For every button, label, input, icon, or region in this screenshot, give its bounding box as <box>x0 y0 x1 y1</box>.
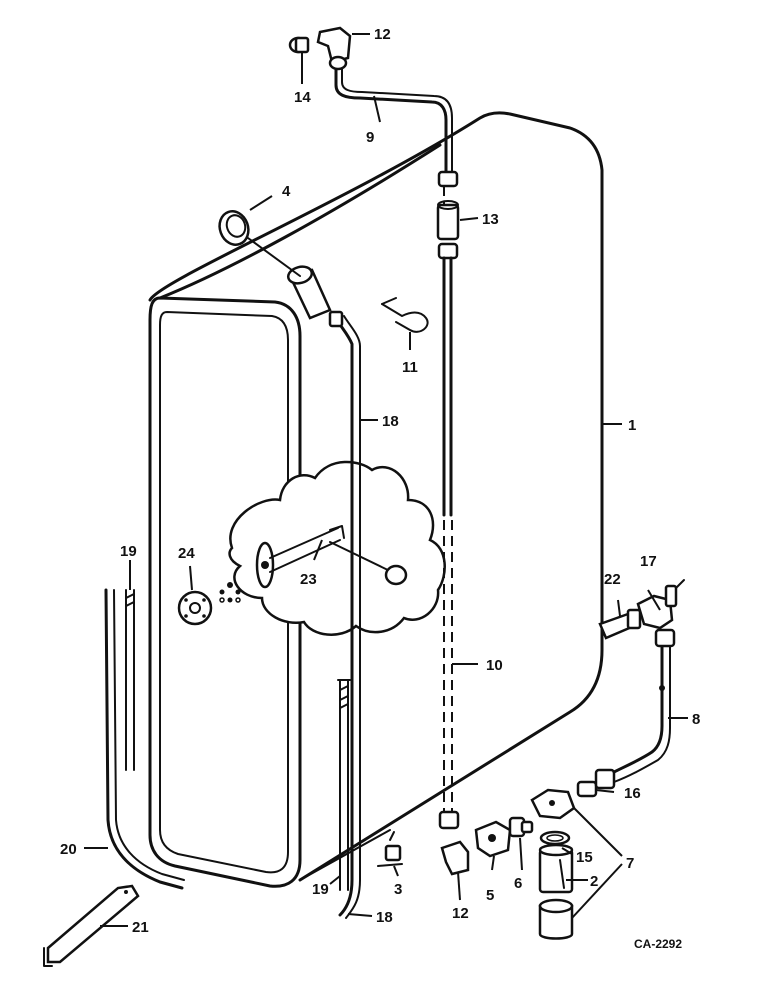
callout-18-top: 18 <box>382 413 399 430</box>
gasket <box>177 590 213 626</box>
filter-bowl <box>538 898 574 940</box>
pipe-connector <box>576 768 616 798</box>
strap-pad-left <box>125 589 135 771</box>
drain-fitting <box>377 831 403 867</box>
callout-8: 8 <box>692 711 700 728</box>
callout-1: 1 <box>628 417 636 434</box>
callout-17: 17 <box>640 553 657 570</box>
mounting-clip <box>381 297 429 333</box>
drawing-reference-code: CA-2292 <box>634 937 682 951</box>
fuel-pipe <box>612 628 676 783</box>
supply-line <box>438 186 460 830</box>
callout-12-bottom: 12 <box>452 905 469 922</box>
callout-14: 14 <box>294 89 311 106</box>
filter-head <box>530 788 576 820</box>
tank-strap-left <box>104 588 185 890</box>
hose-coupling <box>436 200 460 260</box>
callout-19-left: 19 <box>120 543 137 560</box>
leader-lines <box>84 33 688 927</box>
callout-24: 24 <box>178 545 195 562</box>
fuel-tank <box>148 111 604 888</box>
fuel-gauge-sender <box>255 525 408 589</box>
callout-16: 16 <box>624 785 641 802</box>
connector-fitting <box>288 36 310 54</box>
callout-21: 21 <box>132 919 149 936</box>
callout-10: 10 <box>486 657 503 674</box>
elbow-fitting-bottom <box>440 840 470 876</box>
filter-element <box>538 843 574 894</box>
callout-7: 7 <box>626 855 634 872</box>
callouts: 12 14 9 4 13 11 18 1 19 24 23 17 22 10 8… <box>60 26 700 936</box>
callout-19-bottom: 19 <box>312 881 329 898</box>
seal-ring <box>539 830 571 846</box>
filler-cap <box>218 210 250 246</box>
callout-22: 22 <box>604 571 621 588</box>
bolt-ring <box>219 582 241 603</box>
callout-4: 4 <box>282 183 291 200</box>
tank-strap-right <box>328 310 361 919</box>
plug-bolt <box>598 608 642 640</box>
callout-11: 11 <box>402 359 418 376</box>
callout-15: 15 <box>576 849 593 866</box>
filler-neck <box>247 237 332 320</box>
elbow-fitting-top <box>316 26 352 71</box>
callout-9: 9 <box>366 129 374 146</box>
callout-2: 2 <box>590 873 598 890</box>
mounting-bracket <box>43 884 140 967</box>
strap-pad-right <box>337 679 351 891</box>
adapter-fitting <box>508 816 534 838</box>
callout-3: 3 <box>394 881 402 898</box>
tee-fitting <box>636 579 685 630</box>
shutoff-valve <box>474 820 512 858</box>
cutaway-region <box>228 460 446 636</box>
callout-13: 13 <box>482 211 499 228</box>
callout-23: 23 <box>300 571 317 588</box>
callout-18-bottom: 18 <box>376 909 393 926</box>
callout-20: 20 <box>60 841 77 858</box>
callout-12-top: 12 <box>374 26 391 43</box>
callout-5: 5 <box>486 887 494 904</box>
return-line <box>334 58 459 188</box>
callout-6: 6 <box>514 875 522 892</box>
